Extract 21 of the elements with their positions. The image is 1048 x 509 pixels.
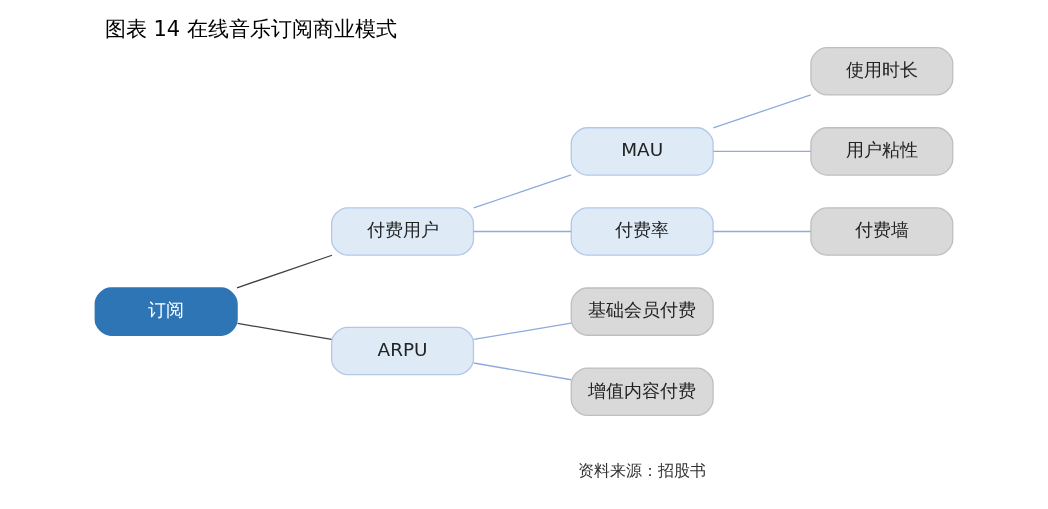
node-box: 基础会员付费 [570, 287, 714, 336]
connector [473, 322, 572, 341]
node-box: 付费率 [570, 207, 714, 256]
node-box: 增值内容付费 [570, 367, 714, 416]
node-box: 用户粘性 [810, 127, 954, 176]
connector [712, 94, 812, 129]
node-box: 付费墙 [810, 207, 954, 256]
connector [473, 174, 572, 209]
node-box: MAU [570, 127, 714, 176]
connector [473, 362, 572, 381]
node-box: 订阅 [94, 287, 238, 336]
caption: 资料来源：招股书 [578, 460, 707, 480]
connector [236, 254, 333, 289]
diagram-title: 图表 14 在线音乐订阅商业模式 [104, 15, 397, 41]
connector [712, 230, 812, 233]
node-box: 使用时长 [810, 47, 954, 96]
connector [712, 150, 812, 153]
connector [236, 322, 333, 340]
connector [473, 230, 572, 233]
node-box: 付费用户 [330, 207, 475, 256]
node-box: ARPU [330, 326, 475, 376]
